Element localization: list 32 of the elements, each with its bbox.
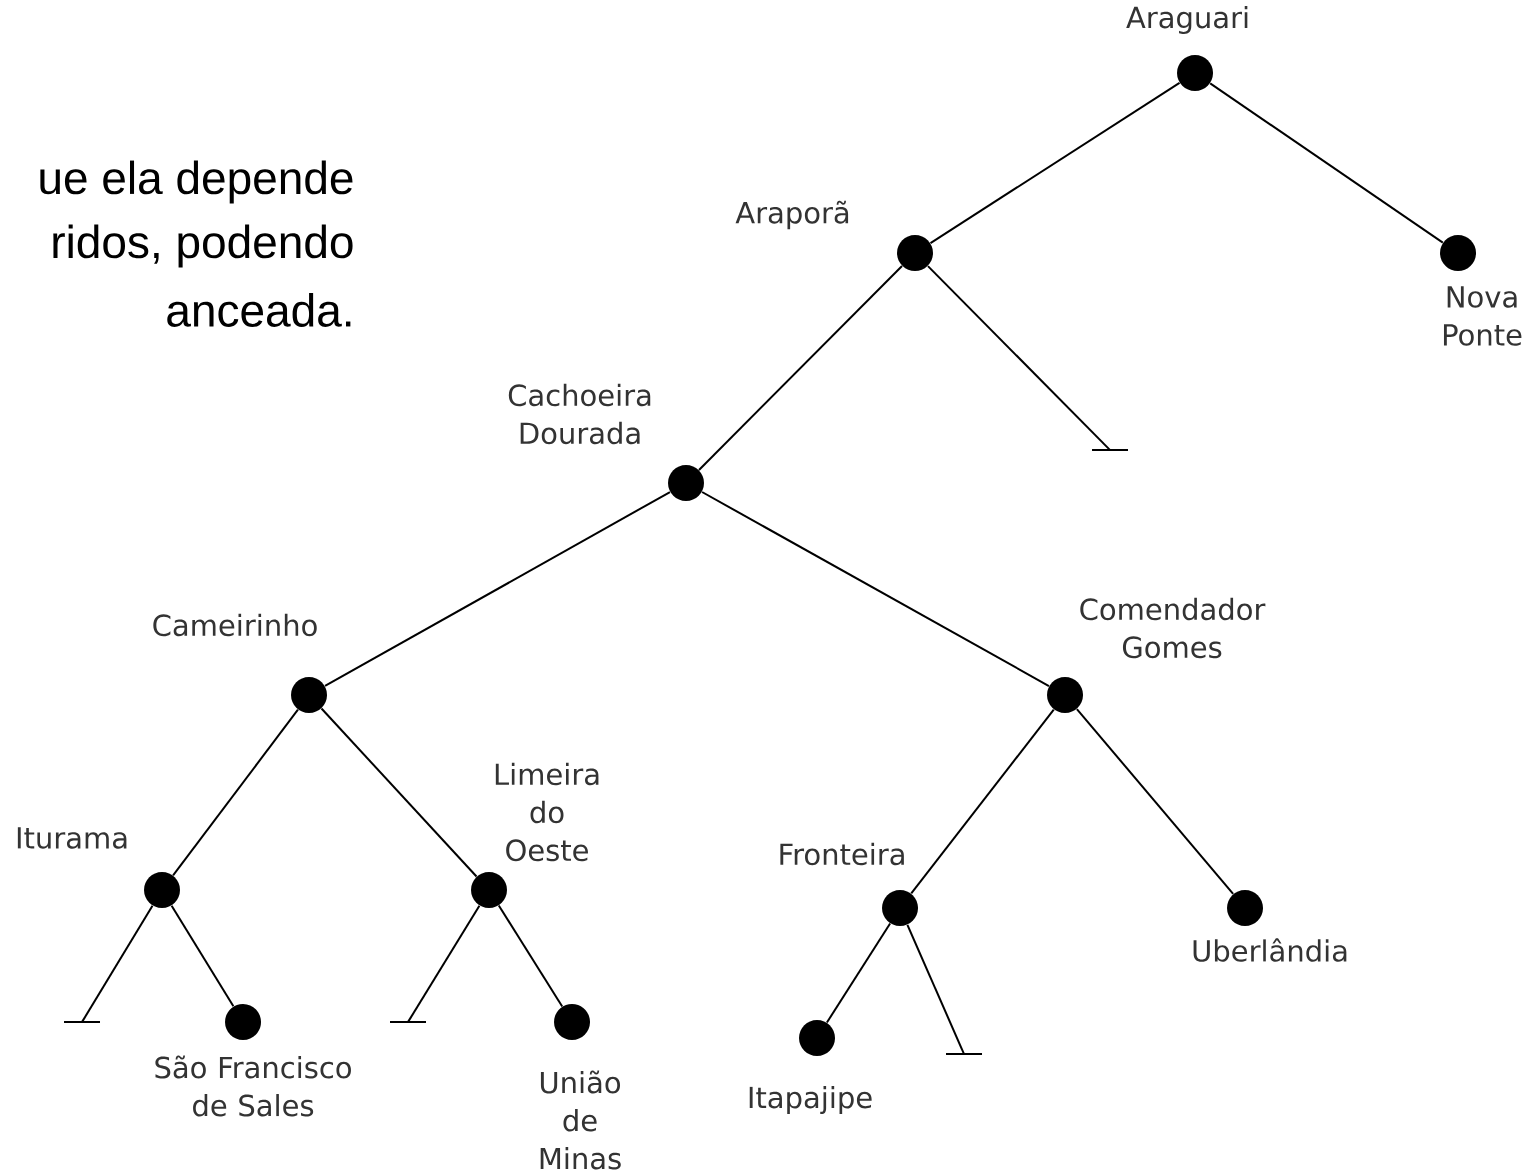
paragraph-line: ridos, podendo [53, 224, 353, 268]
branch-line [701, 491, 1050, 688]
branch-line [497, 904, 564, 1008]
node-label: Cameirinho [153, 613, 317, 637]
node-label: Iturama [17, 827, 127, 849]
branch-line [172, 708, 299, 877]
branch-line [929, 81, 1181, 245]
branch-line [825, 922, 892, 1024]
branch-line [906, 923, 965, 1055]
branch-line [1209, 82, 1444, 244]
node-label: Araguari [1126, 5, 1248, 35]
branch-line [170, 904, 235, 1008]
node-label: Araporã [735, 200, 849, 230]
node-label: Limeira do Oeste [495, 762, 599, 862]
branch-line [698, 265, 904, 471]
branch-line [324, 491, 671, 687]
node-label: Uberlândia [1193, 938, 1347, 962]
branch-line [81, 904, 154, 1023]
node-label: Nova Ponte [1443, 286, 1522, 346]
branch-line [926, 265, 1111, 451]
branch-line [910, 708, 1055, 895]
branch-line [407, 904, 481, 1023]
node-label: São Francisco de Sales [155, 1055, 351, 1117]
paragraph-line: ue ela depende [40, 160, 353, 204]
node-label: União de Minas [540, 1070, 621, 1170]
node-label: Comendador Gomes [1080, 597, 1266, 659]
node-label: Itapajipe [749, 1085, 872, 1115]
node-label: Cachoeira Dourada [508, 383, 651, 445]
paragraph-line: anceada. [167, 293, 351, 327]
branch-line [320, 707, 478, 878]
node-label: Fronteira [780, 842, 904, 866]
branch-line [1075, 708, 1235, 895]
